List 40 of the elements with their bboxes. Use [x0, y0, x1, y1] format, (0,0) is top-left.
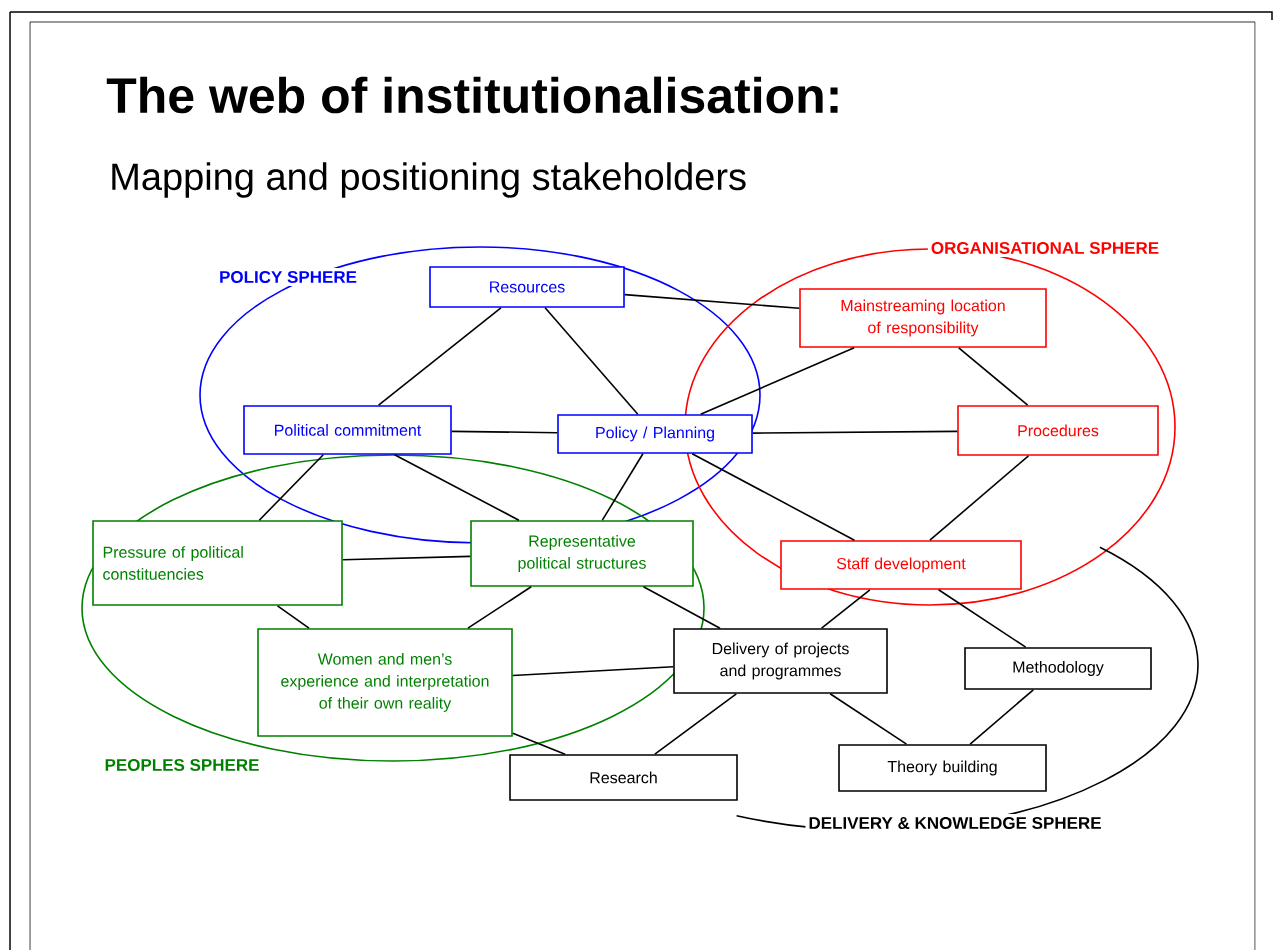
connector-line	[624, 293, 800, 310]
text-box: Representative political structures	[470, 520, 694, 587]
connector-line	[601, 453, 644, 521]
text-box: Women and men’s experience and interpretation of their own reality	[257, 628, 513, 737]
connector-line	[957, 347, 1029, 406]
text-box: Delivery of projects and programmes	[673, 628, 888, 694]
sphere-label: PEOPLES SPHERE	[101, 755, 263, 774]
connector-line	[929, 455, 1030, 541]
text-box: Pressure of political constituencies	[92, 520, 343, 606]
connector-line	[276, 605, 310, 629]
sphere-label: ORGANISATIONAL SPHERE	[927, 238, 1163, 257]
connector-line	[969, 689, 1035, 745]
connector-line	[512, 732, 566, 755]
connector-line	[820, 589, 871, 629]
connector-line	[393, 454, 520, 521]
text-box: Mainstreaming location of responsibility	[799, 288, 1047, 348]
connector-line	[451, 430, 558, 434]
connector-line	[937, 589, 1027, 648]
title: The web of institutionalisation:	[106, 76, 838, 114]
connector-line	[699, 347, 855, 415]
subtitle: Mapping and positioning stakeholders	[106, 159, 751, 201]
connector-line	[512, 666, 674, 677]
connector-line	[829, 693, 908, 745]
sphere-label: POLICY SPHERE	[216, 267, 360, 286]
text-box: Research	[509, 754, 738, 801]
connector-line	[654, 693, 738, 755]
text-box: Political commitment	[243, 405, 452, 455]
connector-line	[544, 307, 639, 415]
text-box: Resources	[429, 266, 625, 308]
connector-line	[467, 586, 532, 629]
text-box: Policy / Planning	[557, 414, 753, 454]
connector-line	[377, 307, 502, 406]
connector-line	[258, 454, 325, 521]
connector-line	[752, 430, 958, 434]
text-box: Theory building	[838, 744, 1047, 792]
text-box: Procedures	[957, 405, 1159, 456]
text-box: Methodology	[964, 647, 1152, 690]
connector-line	[342, 555, 471, 561]
text-box: Staff development	[780, 540, 1022, 590]
sphere-label: DELIVERY & KNOWLEDGE SPHERE	[805, 813, 1105, 832]
